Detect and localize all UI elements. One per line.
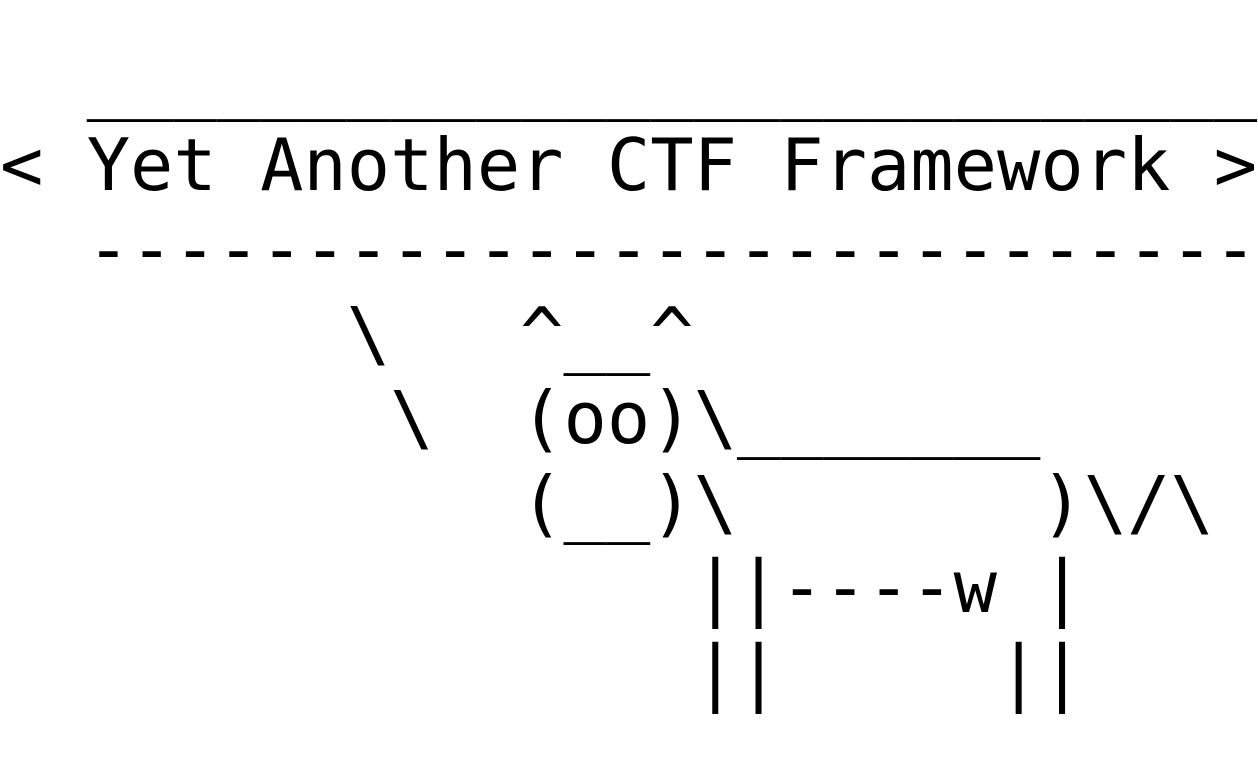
speech-bubble-title: < Yet Another CTF Framework > [0, 122, 1258, 207]
cow-legs-line: || || [0, 629, 1084, 714]
cow-body-line: (__)\ )\/\ [0, 460, 1214, 545]
speech-bubble-bottom-border: --------------------------- [0, 207, 1258, 291]
speech-bubble-top-border: ___________________________ [0, 38, 1258, 122]
ascii-cowsay-art: ___________________________< Yet Another… [0, 38, 1257, 714]
cow-udder-line: ||----w | [0, 545, 1084, 629]
cow-ears-line: \ ^__^ [0, 291, 694, 376]
cow-face-line: \ (oo)\_______ [0, 376, 1041, 460]
